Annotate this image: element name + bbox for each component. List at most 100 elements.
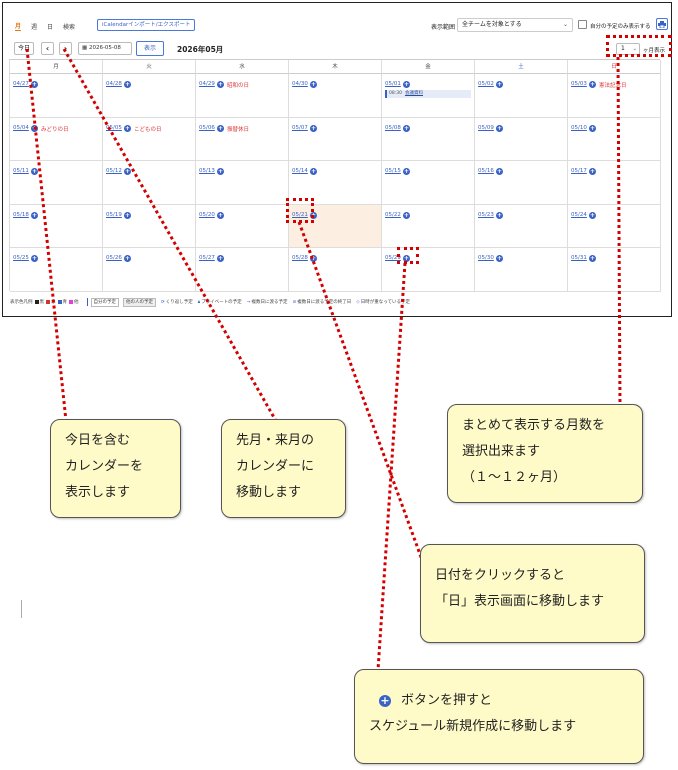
add-schedule-button[interactable]: + — [496, 124, 503, 132]
add-schedule-button[interactable]: + — [217, 211, 224, 219]
day-link[interactable]: 05/18 — [13, 211, 29, 218]
day-cell: 05/15+ — [382, 161, 475, 205]
add-schedule-button[interactable]: + — [217, 124, 224, 132]
add-schedule-button[interactable]: + — [496, 255, 503, 262]
legend-own-box: 自分の予定 — [90, 297, 119, 307]
team-select[interactable]: 全チームを対象とする ⌄ — [457, 18, 573, 32]
schedule-title[interactable]: 会議資料 — [404, 91, 423, 96]
add-schedule-button[interactable]: + — [496, 81, 503, 88]
add-schedule-button[interactable]: + — [31, 81, 38, 88]
day-link[interactable]: 05/14 — [292, 168, 308, 174]
day-link[interactable]: 05/13 — [199, 168, 215, 174]
add-schedule-button[interactable]: + — [310, 124, 317, 132]
day-link[interactable]: 05/21 — [292, 211, 308, 218]
highlight-plus-button — [397, 247, 419, 264]
today-button[interactable]: 今日 — [14, 42, 34, 55]
add-schedule-button[interactable]: + — [589, 168, 596, 175]
day-link[interactable]: 05/19 — [106, 211, 122, 218]
add-schedule-button[interactable]: + — [589, 81, 596, 88]
add-schedule-button[interactable]: + — [310, 255, 317, 262]
day-cell: 05/06+振替休日 — [196, 117, 289, 161]
day-link[interactable]: 04/30 — [292, 81, 308, 87]
add-schedule-button[interactable]: + — [589, 211, 596, 219]
day-link[interactable]: 05/03 — [571, 81, 587, 87]
day-link[interactable]: 05/15 — [385, 168, 401, 174]
legend-item: プライベートの予定 — [201, 300, 242, 305]
add-schedule-button[interactable]: + — [403, 168, 410, 175]
day-link[interactable]: 05/16 — [478, 168, 494, 174]
add-schedule-button[interactable]: + — [403, 81, 410, 88]
day-link[interactable]: 05/24 — [571, 211, 587, 218]
add-schedule-button[interactable]: + — [217, 255, 224, 262]
add-schedule-button[interactable]: + — [589, 255, 596, 262]
day-link[interactable]: 05/12 — [106, 168, 122, 174]
prev-month-button[interactable]: ‹ — [41, 42, 54, 55]
day-link[interactable]: 05/26 — [106, 255, 122, 261]
tab-week[interactable]: 週 — [31, 23, 38, 31]
legend-swatch — [57, 300, 62, 304]
tab-month[interactable]: 月 — [15, 23, 22, 31]
day-link[interactable]: 05/02 — [478, 81, 494, 87]
ical-import-export-button[interactable]: iCalendarインポート/エクスポート — [97, 19, 196, 31]
tab-search[interactable]: 検索 — [63, 23, 76, 31]
add-schedule-button[interactable]: + — [124, 168, 131, 175]
tab-day[interactable]: 日 — [47, 23, 54, 31]
day-link[interactable]: 05/28 — [292, 255, 308, 261]
day-link[interactable]: 05/17 — [571, 168, 587, 174]
add-schedule-button[interactable]: + — [124, 211, 131, 219]
calendar-icon: ▦ — [82, 45, 89, 51]
add-schedule-button[interactable]: + — [589, 124, 596, 132]
date-field[interactable]: ▦ 2026-05-08 — [78, 42, 132, 55]
add-schedule-button[interactable]: + — [124, 81, 131, 88]
leader-plus — [376, 262, 407, 671]
day-link[interactable]: 05/06 — [199, 124, 215, 131]
show-button[interactable]: 表示 — [136, 41, 164, 56]
day-link[interactable]: 05/07 — [292, 124, 308, 131]
add-schedule-button[interactable]: + — [403, 255, 410, 262]
next-month-button[interactable]: › — [59, 42, 72, 55]
day-link[interactable]: 05/29 — [385, 255, 401, 261]
day-link[interactable]: 05/04 — [13, 124, 29, 131]
day-cell: 05/27+ — [196, 248, 289, 292]
day-link[interactable]: 05/11 — [13, 168, 29, 174]
day-link[interactable]: 05/20 — [199, 211, 215, 218]
day-link[interactable]: 05/09 — [478, 124, 494, 131]
day-link[interactable]: 04/28 — [106, 81, 122, 87]
own-only-checkbox[interactable] — [578, 20, 587, 29]
add-schedule-button[interactable]: + — [124, 124, 131, 132]
day-link[interactable]: 05/01 — [385, 81, 401, 87]
callout-today: 今日を含む カレンダーを 表示します — [50, 419, 181, 518]
printer-icon — [658, 21, 666, 28]
leader-date-click — [297, 221, 427, 569]
add-schedule-button[interactable]: + — [31, 211, 38, 219]
day-link[interactable]: 05/08 — [385, 124, 401, 131]
day-link[interactable]: 05/30 — [478, 255, 494, 261]
day-link[interactable]: 05/23 — [478, 211, 494, 218]
day-link[interactable]: 04/29 — [199, 81, 215, 87]
add-schedule-button[interactable]: + — [310, 81, 317, 88]
day-link[interactable]: 05/25 — [13, 255, 29, 261]
day-link[interactable]: 05/27 — [199, 255, 215, 261]
day-link[interactable]: 05/22 — [385, 211, 401, 218]
add-schedule-button[interactable]: + — [496, 168, 503, 175]
add-schedule-button[interactable]: + — [496, 211, 503, 219]
print-button[interactable] — [656, 18, 668, 30]
add-schedule-button[interactable]: + — [217, 81, 224, 88]
add-schedule-button[interactable]: + — [217, 168, 224, 175]
add-schedule-button[interactable]: + — [310, 168, 317, 175]
weekday-header: 月 — [10, 60, 103, 74]
legend-colors-label: 表示色凡例 — [10, 300, 33, 305]
add-schedule-button[interactable]: + — [403, 124, 410, 132]
day-link[interactable]: 05/05 — [106, 124, 122, 131]
day-link[interactable]: 05/31 — [571, 255, 587, 261]
add-schedule-button[interactable]: + — [403, 211, 410, 219]
add-schedule-button[interactable]: + — [124, 255, 131, 262]
day-link[interactable]: 04/27 — [13, 81, 29, 87]
day-link[interactable]: 05/10 — [571, 124, 587, 131]
callout-prevnext-line: 移動します — [236, 485, 302, 500]
add-schedule-button[interactable]: + — [31, 168, 38, 175]
add-schedule-button[interactable]: + — [31, 255, 38, 262]
day-cell: 04/29+昭和の日 — [196, 74, 289, 118]
